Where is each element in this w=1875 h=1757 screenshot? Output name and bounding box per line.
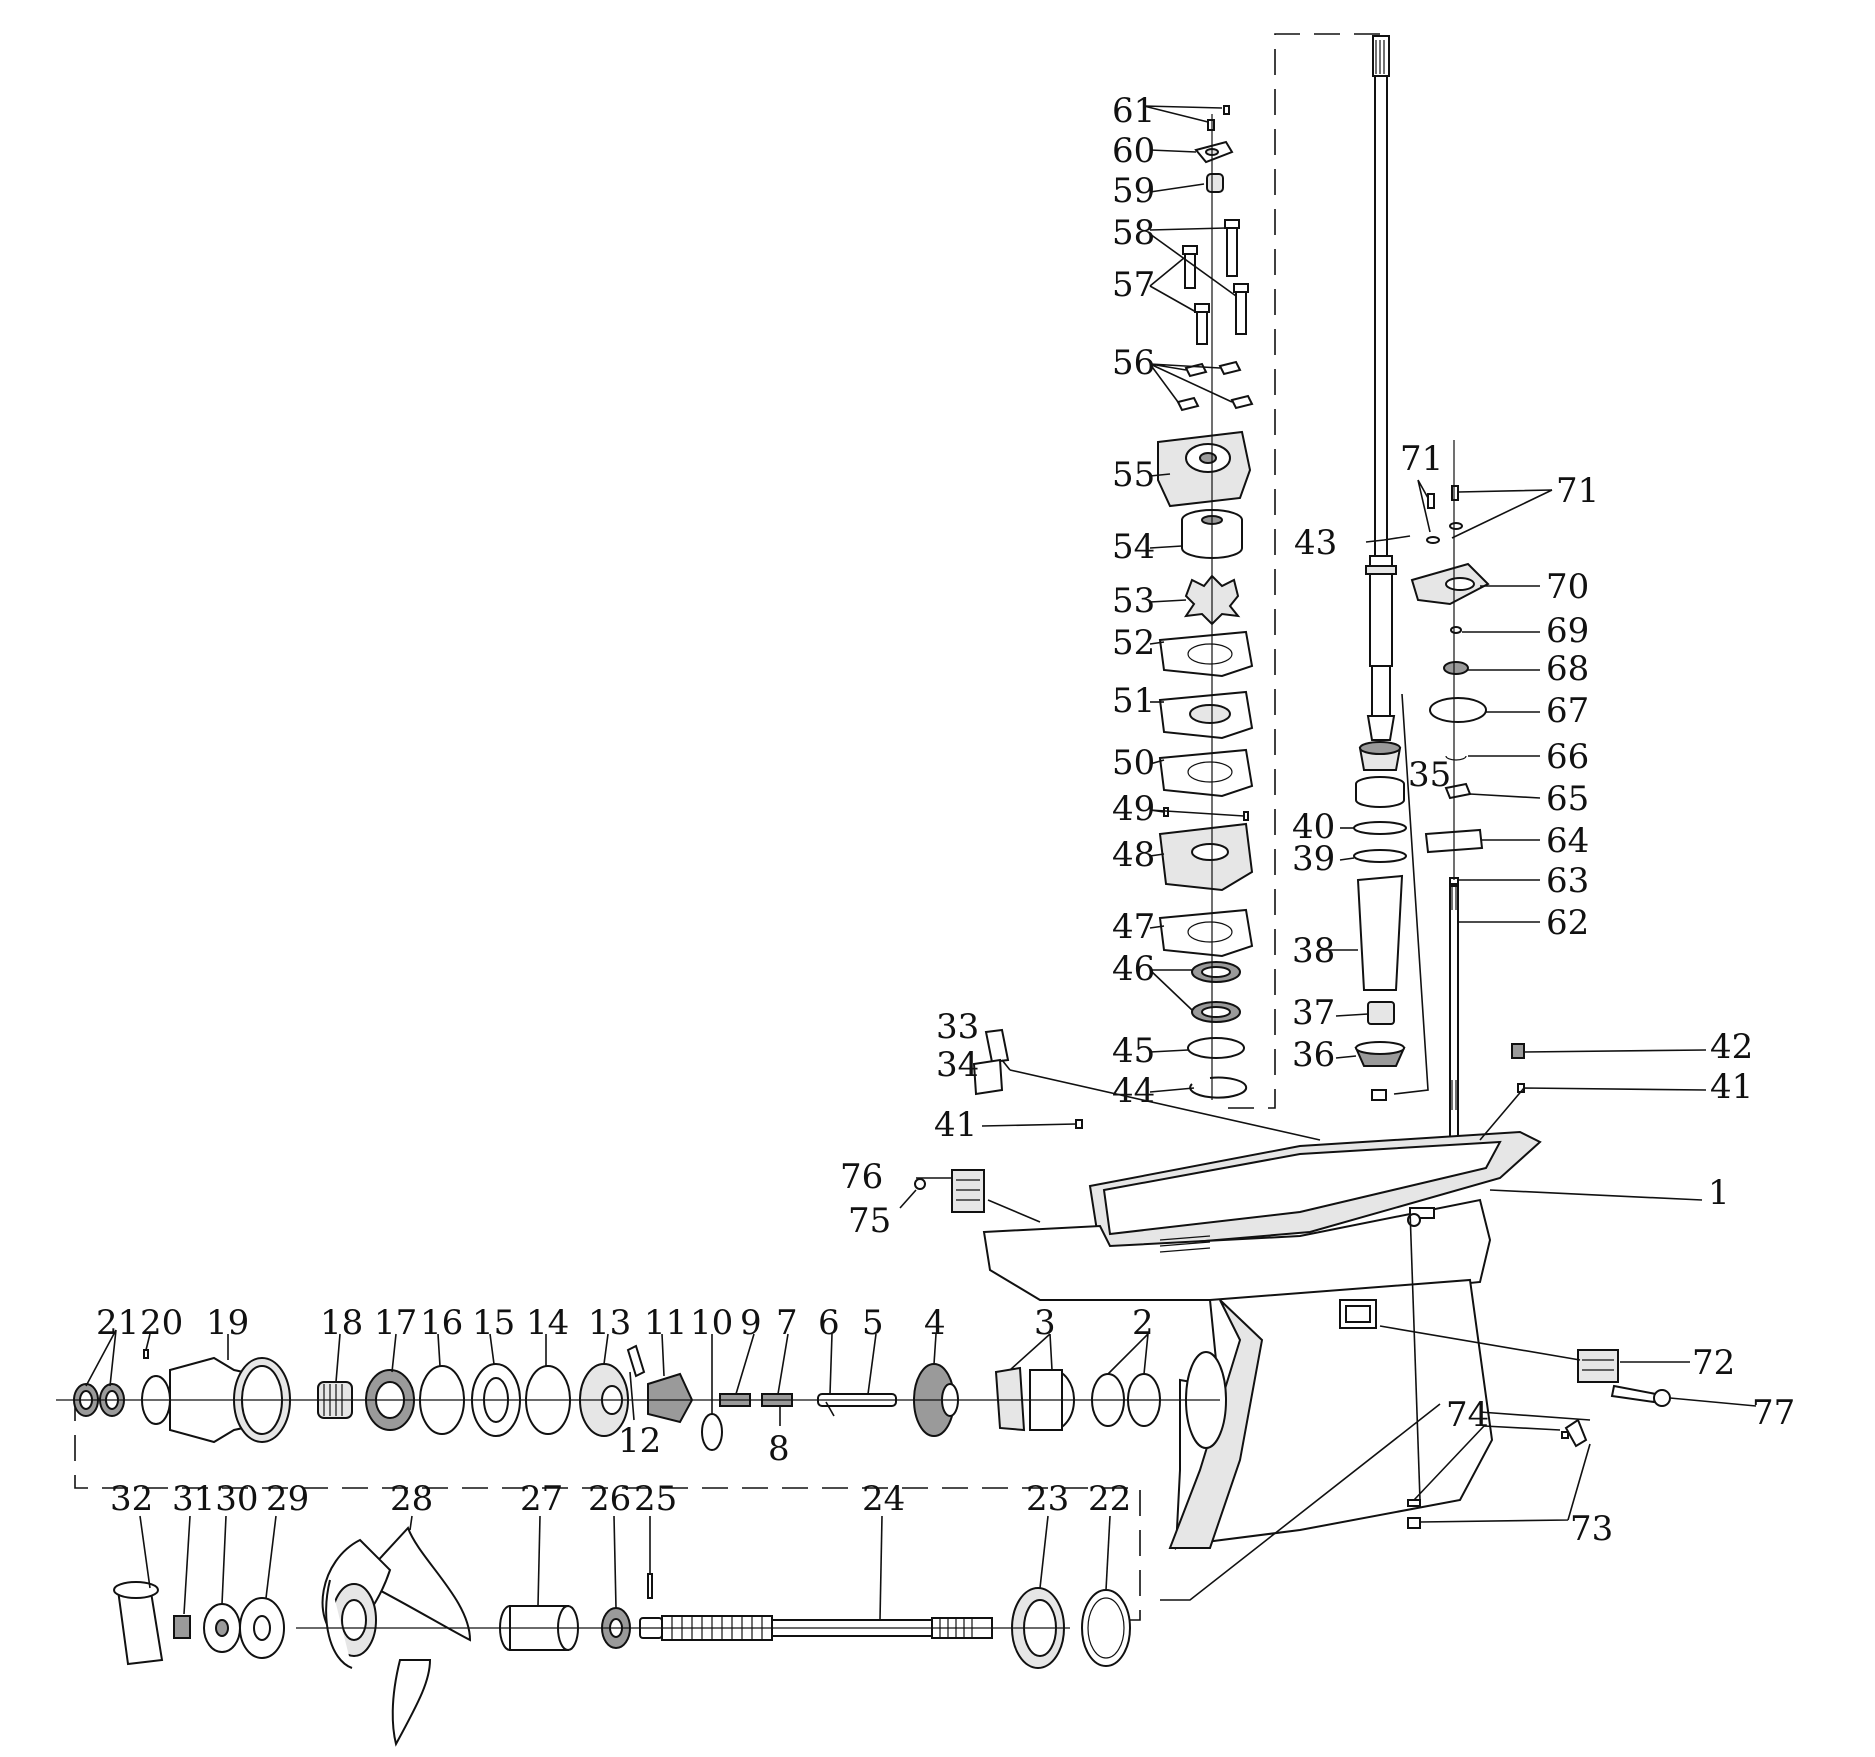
callout-53: 53	[1112, 581, 1155, 621]
callout-56: 56	[1112, 343, 1155, 383]
callout-38: 38	[1292, 931, 1335, 971]
callout-75: 75	[848, 1201, 891, 1241]
callout-13: 13	[588, 1303, 631, 1343]
callout-14: 14	[526, 1303, 569, 1343]
callout-17: 17	[374, 1303, 417, 1343]
callout-9: 9	[740, 1303, 762, 1343]
callout-44: 44	[1112, 1071, 1155, 1111]
callout-6: 6	[818, 1303, 840, 1343]
callout-72: 72	[1692, 1343, 1735, 1383]
callout-8: 8	[768, 1429, 790, 1469]
callout-70: 70	[1546, 567, 1589, 607]
callout-52: 52	[1112, 623, 1155, 663]
callout-64: 64	[1546, 821, 1589, 861]
callout-2: 2	[1132, 1303, 1154, 1343]
callout-32: 32	[110, 1479, 153, 1519]
callout-1: 1	[1708, 1173, 1730, 1213]
callout-67: 67	[1546, 691, 1589, 731]
callout-66: 66	[1546, 737, 1589, 777]
callout-57: 57	[1112, 265, 1155, 305]
callout-3130: 3130	[172, 1479, 259, 1519]
callout-41-left: 41	[934, 1105, 977, 1145]
callout-37: 37	[1292, 993, 1335, 1033]
callout-39: 39	[1292, 839, 1335, 879]
callout-3: 3	[1034, 1303, 1056, 1343]
callout-46: 46	[1112, 949, 1155, 989]
drive-shaft-parts	[1353, 535, 1411, 1101]
callout-50: 50	[1112, 743, 1155, 783]
callout-27: 27	[520, 1479, 563, 1519]
callout-26: 26	[588, 1479, 631, 1519]
callout-15: 15	[472, 1303, 515, 1343]
callout-43: 43	[1294, 523, 1337, 563]
drive-shaft	[1365, 35, 1397, 741]
callout-16: 16	[420, 1303, 463, 1343]
callout-28: 28	[390, 1479, 433, 1519]
callout-71-left: 71	[1400, 439, 1443, 479]
callout-60: 60	[1112, 131, 1155, 171]
callout-47: 47	[1112, 907, 1155, 947]
callout-23: 23	[1026, 1479, 1069, 1519]
callout-33: 33	[936, 1007, 979, 1047]
callout-73: 73	[1570, 1509, 1613, 1549]
callout-49: 49	[1112, 789, 1155, 829]
callout-45: 45	[1112, 1031, 1155, 1071]
callout-65: 65	[1546, 779, 1589, 819]
callout-12: 12	[618, 1421, 661, 1461]
callout-42: 42	[1710, 1027, 1753, 1067]
callout-69: 69	[1546, 611, 1589, 651]
callout-61: 61	[1112, 91, 1155, 131]
callout-40: 40	[1292, 807, 1335, 847]
callout-71-right: 71	[1556, 471, 1599, 511]
callout-55: 55	[1112, 455, 1155, 495]
callout-10: 10	[690, 1303, 733, 1343]
callout-35: 35	[1408, 755, 1451, 795]
prop-shaft-upper-row	[56, 1344, 1220, 1451]
callout-62: 62	[1546, 903, 1589, 943]
callout-4: 4	[924, 1303, 946, 1343]
callout-76: 76	[840, 1157, 883, 1197]
callout-24: 24	[862, 1479, 905, 1519]
callout-21: 21	[96, 1303, 139, 1343]
callout-labels: 1 2 3 4 5 6 7 8 9 10 11 12 13 14 15 16 1…	[96, 91, 1795, 1549]
prop-shaft-lower-row	[113, 1526, 1131, 1747]
gearcase-housing	[982, 1130, 1542, 1551]
shift-rod-parts	[1410, 440, 1490, 1147]
callout-7: 7	[776, 1303, 798, 1343]
callout-68: 68	[1546, 649, 1589, 689]
callout-34: 34	[936, 1045, 979, 1085]
callout-29: 29	[266, 1479, 309, 1519]
callout-58: 58	[1112, 213, 1155, 253]
callout-77: 77	[1752, 1393, 1795, 1433]
callout-19: 19	[206, 1303, 249, 1343]
callout-36: 36	[1292, 1035, 1335, 1075]
callout-51: 51	[1112, 681, 1155, 721]
callout-59: 59	[1112, 171, 1155, 211]
callout-18: 18	[320, 1303, 363, 1343]
callout-74: 74	[1446, 1395, 1489, 1435]
callout-54: 54	[1112, 527, 1155, 567]
callout-25: 25	[634, 1479, 677, 1519]
leader-lines	[85, 105, 1757, 1621]
callout-22: 22	[1088, 1479, 1131, 1519]
callout-48: 48	[1112, 835, 1155, 875]
callout-20: 20	[140, 1303, 183, 1343]
callout-11: 11	[644, 1303, 687, 1343]
callout-5: 5	[862, 1303, 884, 1343]
housing-small-parts	[914, 1028, 1671, 1529]
water-pump-parts	[1157, 105, 1254, 1100]
callout-63: 63	[1546, 861, 1589, 901]
callout-41-right: 41	[1710, 1067, 1753, 1107]
